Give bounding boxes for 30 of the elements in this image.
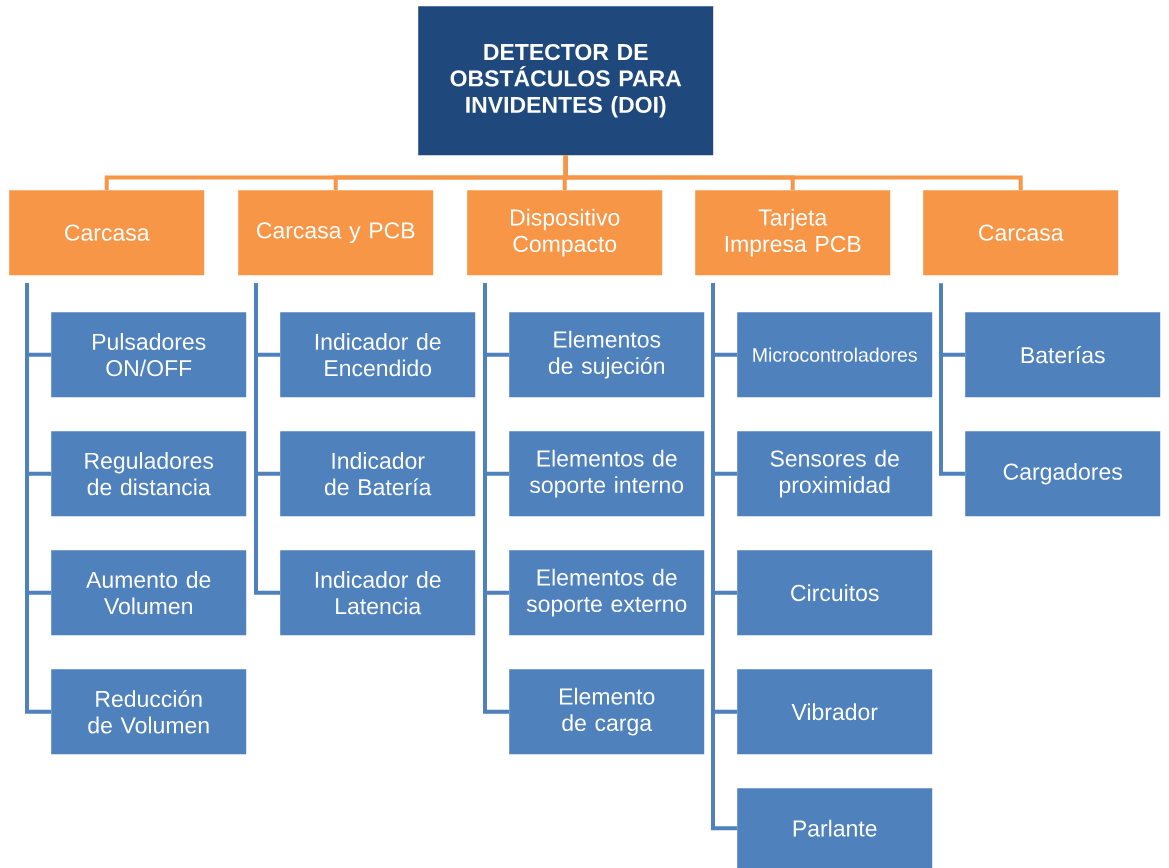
component-box: Aumento de Volumen bbox=[51, 550, 247, 636]
component-box: Indicador de Batería bbox=[280, 431, 476, 517]
component-box: Reguladores de distancia bbox=[51, 431, 247, 517]
connector bbox=[711, 283, 737, 831]
category-box: Carcasa y PCB bbox=[238, 190, 434, 276]
component-box: Elementos de sujeción bbox=[509, 312, 705, 398]
component-box: Indicador de Encendido bbox=[280, 312, 476, 398]
component-box: Vibrador bbox=[737, 669, 933, 755]
connector bbox=[254, 283, 280, 595]
component-box: Indicador de Latencia bbox=[280, 550, 476, 636]
title-box: DETECTOR DE OBSTÁCULOS PARA INVIDENTES (DOI) bbox=[418, 6, 714, 156]
component-box: Parlante bbox=[737, 788, 933, 868]
component-box: Microcontroladores bbox=[737, 312, 933, 398]
connector bbox=[25, 283, 51, 714]
category-box: Tarjeta Impresa PCB bbox=[695, 190, 891, 276]
category-box: Dispositivo Compacto bbox=[467, 190, 663, 276]
connector bbox=[563, 155, 1023, 190]
connector bbox=[483, 283, 509, 714]
component-box: Pulsadores ON/OFF bbox=[51, 312, 247, 398]
category-box: Carcasa bbox=[923, 190, 1119, 276]
component-box: Circuitos bbox=[737, 550, 933, 636]
component-box: Sensores de proximidad bbox=[737, 431, 933, 517]
connector bbox=[939, 283, 965, 476]
component-box: Cargadores bbox=[965, 431, 1161, 517]
component-box: Baterías bbox=[965, 312, 1161, 398]
component-box: Elementos de soporte interno bbox=[509, 431, 705, 517]
category-box: Carcasa bbox=[9, 190, 205, 276]
component-box: Reducción de Volumen bbox=[51, 669, 247, 755]
component-box: Elemento de carga bbox=[509, 669, 705, 755]
component-box: Elementos de soporte externo bbox=[509, 550, 705, 636]
